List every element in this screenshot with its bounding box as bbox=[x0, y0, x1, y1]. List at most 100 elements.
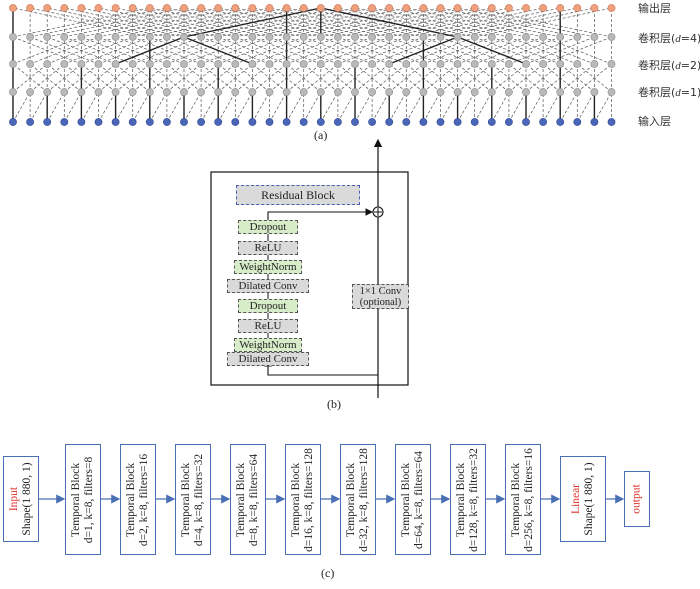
layer-dropout: Dropout bbox=[238, 220, 298, 234]
hidden-node bbox=[231, 60, 240, 68]
input-node bbox=[162, 118, 171, 126]
temporal-block-params: d=32, k=8, filters=128 bbox=[358, 447, 370, 552]
input-node bbox=[470, 118, 479, 126]
output-node bbox=[248, 4, 257, 12]
hidden-node bbox=[43, 88, 52, 96]
temporal-block-title: Temporal Block bbox=[455, 462, 467, 537]
input-shape: Shape(1 880, 1) bbox=[21, 462, 33, 536]
output-node bbox=[487, 4, 496, 12]
temporal-block-params: d=64, k=8, filters=64 bbox=[413, 450, 425, 549]
input-node bbox=[145, 118, 154, 126]
hidden-node bbox=[26, 88, 34, 96]
input-node bbox=[607, 118, 616, 126]
hidden-node bbox=[9, 33, 17, 41]
hidden-node bbox=[197, 88, 205, 96]
output-node bbox=[402, 4, 411, 12]
hidden-node bbox=[385, 33, 394, 41]
hidden-node bbox=[43, 33, 52, 41]
hidden-node bbox=[385, 60, 394, 68]
hidden-node bbox=[282, 88, 291, 96]
input-node bbox=[197, 118, 205, 126]
input-node bbox=[128, 118, 137, 126]
hidden-node bbox=[436, 60, 445, 68]
hidden-node bbox=[316, 33, 325, 41]
hidden-node bbox=[180, 33, 188, 41]
input-node bbox=[351, 118, 359, 126]
hidden-node bbox=[522, 60, 530, 68]
output-node bbox=[436, 4, 445, 12]
temporal-block-params: d=4, k=8, filters=32 bbox=[193, 453, 205, 546]
input-node bbox=[316, 118, 325, 126]
hidden-node bbox=[128, 33, 137, 41]
hidden-node bbox=[453, 88, 462, 96]
hidden-node bbox=[248, 60, 257, 68]
output-node bbox=[145, 4, 154, 12]
residual-block-frame bbox=[210, 171, 409, 386]
output-node bbox=[9, 4, 17, 12]
hidden-node bbox=[299, 88, 308, 96]
hidden-node bbox=[573, 33, 582, 41]
hidden-node bbox=[94, 60, 103, 68]
hidden-node bbox=[556, 88, 565, 96]
hidden-node bbox=[316, 60, 325, 68]
input-node bbox=[590, 118, 599, 126]
output-node bbox=[162, 4, 171, 12]
hidden-node bbox=[77, 88, 86, 96]
hidden-node bbox=[522, 88, 530, 96]
hidden-node bbox=[504, 88, 513, 96]
hidden-node bbox=[573, 88, 582, 96]
hidden-node bbox=[43, 60, 52, 68]
output-title: output bbox=[630, 484, 643, 514]
layer-label: 卷积层(d=1) bbox=[638, 86, 700, 99]
output-node bbox=[522, 4, 530, 12]
tcn-dilation-network bbox=[9, 4, 616, 126]
temporal-block-title: Temporal Block bbox=[400, 462, 412, 537]
hidden-node bbox=[470, 60, 479, 68]
input-node bbox=[436, 118, 445, 126]
temporal-block-params: d=8, k=8, filters=64 bbox=[248, 453, 260, 546]
hidden-node bbox=[180, 88, 188, 96]
hidden-node bbox=[94, 88, 103, 96]
input-node bbox=[419, 118, 428, 126]
hidden-node bbox=[265, 60, 274, 68]
output-node bbox=[590, 4, 599, 12]
layer-label: 卷积层(d=2) bbox=[638, 59, 700, 72]
output-node bbox=[128, 4, 137, 12]
layer-relu: ReLU bbox=[238, 241, 298, 255]
temporal-block-params: d=16, k=8, filters=128 bbox=[303, 447, 315, 552]
output-node bbox=[316, 4, 325, 12]
output-node bbox=[214, 4, 223, 12]
hidden-node bbox=[556, 33, 565, 41]
linear-box: Linear Shape(1 880, 1) bbox=[560, 456, 606, 542]
output-node bbox=[282, 4, 291, 12]
input-title: Input bbox=[8, 486, 20, 512]
output-node bbox=[607, 4, 616, 12]
hidden-node bbox=[351, 88, 359, 96]
hidden-node bbox=[607, 88, 616, 96]
hidden-node bbox=[26, 60, 34, 68]
layer-label: 输出层 bbox=[638, 2, 671, 15]
hidden-node bbox=[539, 33, 547, 41]
hidden-node bbox=[453, 60, 462, 68]
hidden-node bbox=[487, 88, 496, 96]
hidden-node bbox=[265, 33, 274, 41]
layer-weightnorm: WeightNorm bbox=[234, 338, 302, 352]
hidden-node bbox=[94, 33, 103, 41]
layer-dropout: Dropout bbox=[238, 299, 298, 313]
hidden-node bbox=[9, 60, 17, 68]
caption-c: (c) bbox=[321, 566, 335, 580]
layer-relu: ReLU bbox=[238, 319, 298, 333]
conv1x1-label: 1×1 Conv bbox=[359, 285, 402, 297]
input-node bbox=[77, 118, 86, 126]
hidden-node bbox=[590, 33, 599, 41]
output-node bbox=[111, 4, 120, 12]
residual-block-diagram bbox=[210, 138, 409, 398]
input-node bbox=[522, 118, 530, 126]
hidden-node bbox=[470, 33, 479, 41]
temporal-block-params: d=2, k=8, filters=16 bbox=[138, 453, 150, 546]
output-node bbox=[60, 4, 69, 12]
